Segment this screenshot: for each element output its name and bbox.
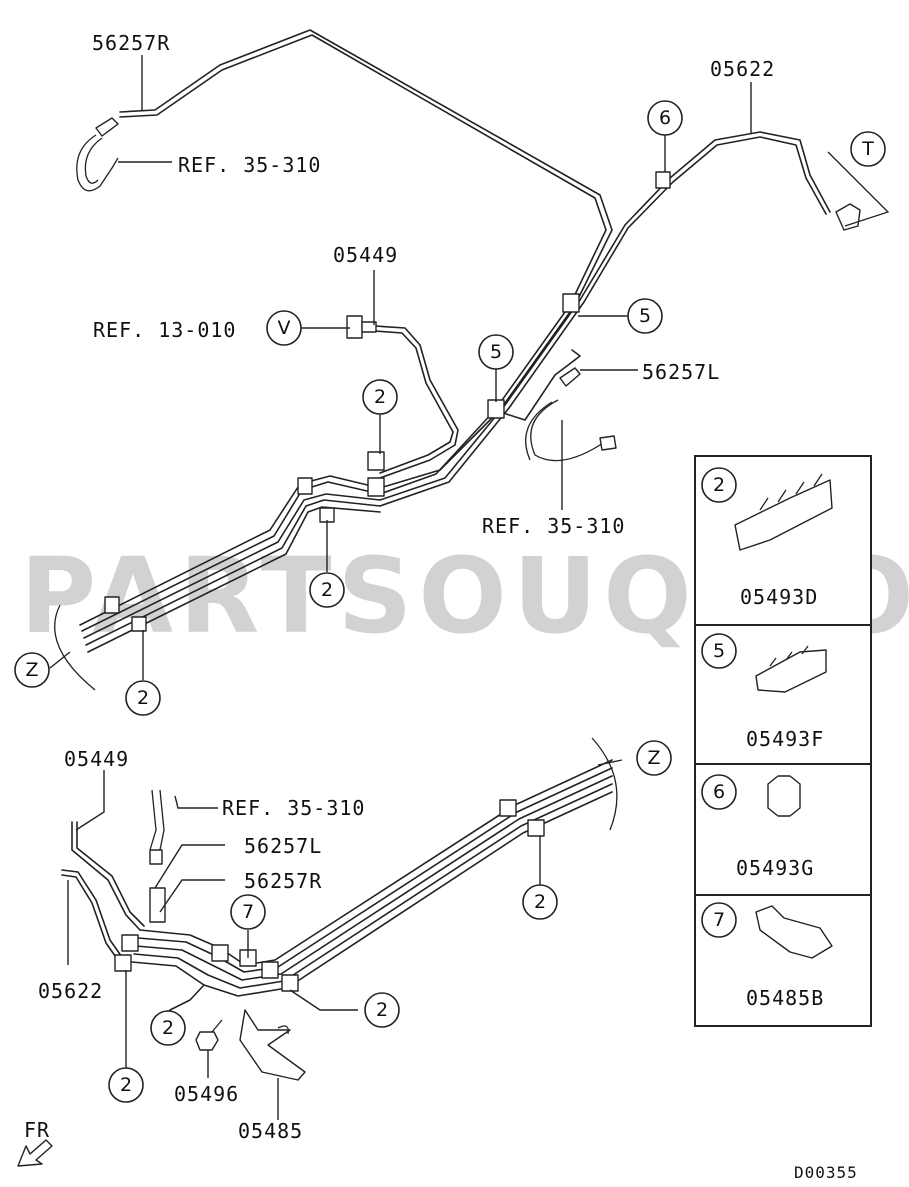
front-direction-arrow: FR [17,1118,53,1167]
svg-text:7: 7 [242,901,254,923]
svg-text:T: T [861,138,874,160]
svg-text:2: 2 [137,687,149,709]
label-bracket: 05485 [238,1119,303,1143]
callout-2-bracket: 2 [364,992,400,1028]
legend-part-05493g: 05493G [736,856,814,880]
svg-text:2: 2 [376,999,388,1021]
legend-part-05485b: 05485B [746,986,824,1010]
bolt [195,1019,223,1051]
callout-2-mid: 2 [309,572,345,608]
svg-text:2: 2 [321,579,333,601]
callout-5-right: 5 [627,298,663,334]
svg-text:FR: FR [24,1118,50,1142]
svg-text:6: 6 [713,781,725,803]
legend-item-2: 2 05493D [701,467,833,609]
label-bolt: 05496 [174,1082,239,1106]
svg-text:V: V [278,317,291,339]
svg-text:Z: Z [647,747,660,769]
svg-text:2: 2 [120,1074,132,1096]
diagram-code: D00355 [794,1163,858,1182]
callout-z-top: Z [14,652,50,688]
svg-text:5: 5 [639,305,651,327]
label-brake-line-bottom: 05449 [64,747,129,771]
rear-left-hose [525,367,617,462]
svg-text:6: 6 [659,107,671,129]
legend-part-05493d: 05493D [740,585,818,609]
legend-panel: 2 05493D 5 05493F 6 05493G 7 05485B [694,455,872,1027]
callout-2-lowest: 2 [108,1067,144,1103]
rear-clip-end [827,151,890,231]
label-ref-35-310-mid: REF. 35-310 [482,514,625,538]
top-clips [104,171,671,632]
bottom-hose [149,789,166,923]
legend-item-6: 6 05493G [701,774,814,880]
brake-line-fitting [346,315,377,339]
label-clip-front: 05622 [38,979,103,1003]
bracket [239,1009,306,1081]
label-ref-35-310-top: REF. 35-310 [178,153,321,177]
label-hose-right-bottom: 56257R [244,869,322,893]
callout-5-left: 5 [478,334,514,370]
label-ref-35-310-bottom: REF. 35-310 [222,796,365,820]
svg-text:2: 2 [534,891,546,913]
label-hose-rear-right: 56257R [92,31,170,55]
label-clip-rear: 05622 [710,57,775,81]
legend-part-05493f: 05493F [746,727,824,751]
bottom-pipe-bundle [61,737,618,1011]
legend-item-5: 5 05493F [701,633,827,751]
callout-6: 6 [647,100,683,136]
callout-z-bottom: Z [636,740,672,776]
label-hose-left-bottom: 56257L [244,834,322,858]
svg-text:5: 5 [713,640,725,662]
top-leaders [49,55,752,680]
callout-v: V [266,310,302,346]
svg-text:2: 2 [374,386,386,408]
svg-text:5: 5 [490,341,502,363]
callout-t: T [850,131,886,167]
svg-text:7: 7 [713,909,725,931]
label-hose-rear-left: 56257L [642,360,720,384]
callout-2-left: 2 [125,680,161,716]
svg-text:2: 2 [162,1017,174,1039]
callout-2-right: 2 [522,884,558,920]
label-brake-line-top: 05449 [333,243,398,267]
svg-text:Z: Z [25,659,38,681]
rear-right-hose [76,117,119,192]
svg-text:2: 2 [713,474,725,496]
label-ref-13-010: REF. 13-010 [93,318,236,342]
callout-2-low: 2 [150,1010,186,1046]
callout-7: 7 [230,894,266,930]
legend-item-7: 7 05485B [701,902,833,1010]
bottom-leaders [67,759,623,1120]
callout-2-top: 2 [362,379,398,415]
